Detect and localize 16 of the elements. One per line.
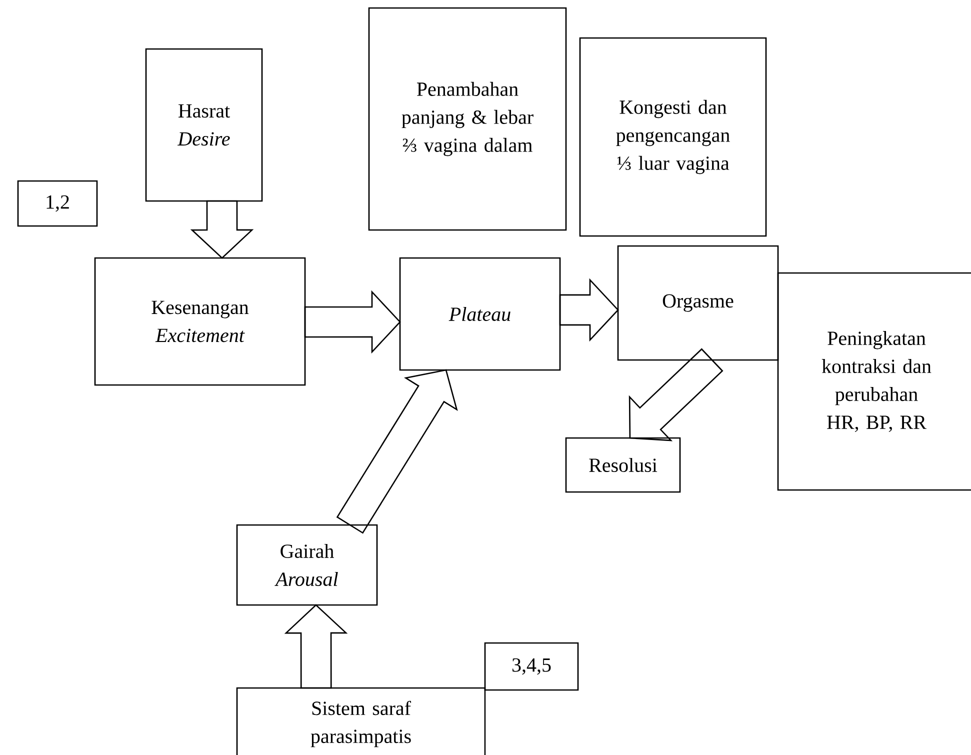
- text-box: Resolusi: [565, 437, 681, 493]
- text-box: Orgasme: [617, 245, 779, 361]
- text-box: Plateau: [399, 257, 561, 371]
- text-box: Peningkatan kontraksi dan perubahan HR, BP, RR: [777, 272, 971, 491]
- block-arrow: [304, 290, 401, 354]
- text-box: Penambahan panjang & lebar ⅔ vagina dalam: [368, 7, 567, 231]
- text-box: 3,4,5: [484, 642, 579, 691]
- text-box: Kesenangan Excitement: [94, 257, 306, 386]
- text-box: Gairah Arousal: [236, 524, 378, 606]
- text-box: Hasrat Desire: [145, 48, 263, 202]
- block-arrow: [284, 604, 348, 689]
- block-arrow: [190, 200, 254, 259]
- block-arrow: [559, 278, 619, 342]
- text-box: Kongesti dan pengencangan ⅓ luar vagina: [579, 37, 767, 237]
- text-box: Sistem saraf parasimpatis: [236, 687, 486, 755]
- text-box: 1,2: [17, 180, 98, 227]
